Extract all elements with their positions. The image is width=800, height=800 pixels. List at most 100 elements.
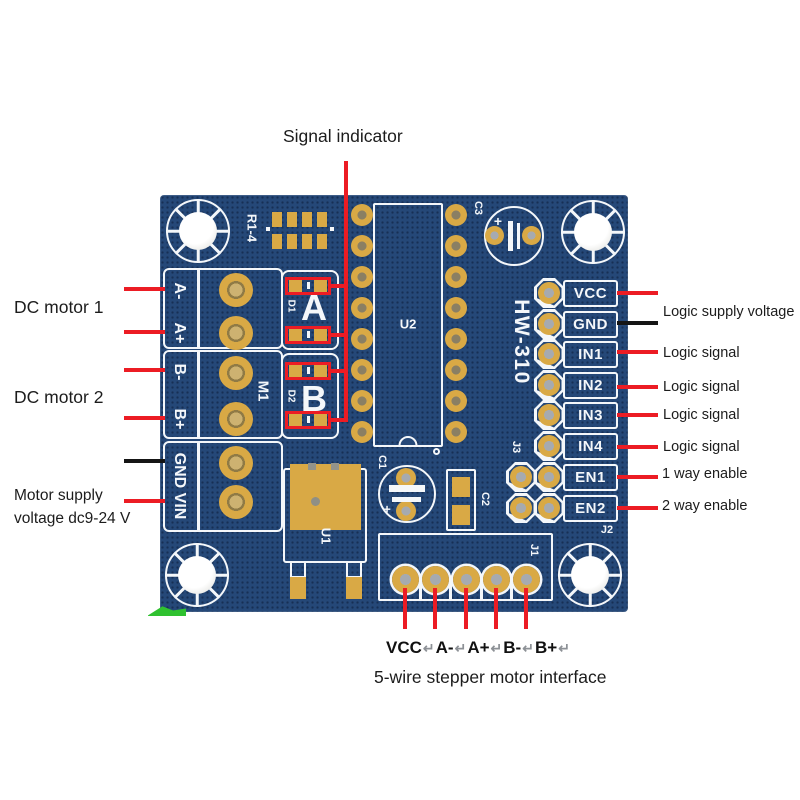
signal-led-highlight-box (285, 362, 331, 380)
leader-line-stepper-a-minus (433, 588, 437, 629)
j1-slot (449, 579, 452, 601)
stepper-interface-caption: 5-wire stepper motor interface (374, 667, 607, 687)
hole-center (574, 213, 612, 251)
u2-pad (351, 297, 373, 319)
c1-capacitor-outline (378, 465, 436, 523)
signal-indicator-label: Signal indicator (283, 126, 403, 146)
led-pad (289, 365, 302, 377)
header-pinbox-in3: IN3 (563, 402, 618, 429)
logic-signal-label: Logic signal (663, 407, 740, 423)
stepper-pin-vcc: VCC (386, 638, 422, 657)
u1-body (290, 464, 361, 530)
c1-plus-mark: + (383, 501, 391, 517)
logic-signal-label: Logic signal (663, 379, 740, 395)
return-symbol: ↵ (522, 640, 534, 656)
d2-label: D2 (285, 389, 297, 403)
header-pad-en1 (534, 462, 564, 492)
c1-bar (392, 497, 421, 502)
pin-label: IN1 (578, 346, 603, 363)
u2-pad (445, 359, 467, 381)
terminal-pad (219, 356, 253, 390)
leader-line-in4 (617, 445, 658, 449)
led-pad (314, 280, 327, 292)
u1-notch (331, 463, 339, 470)
leader-line-in2 (617, 385, 658, 389)
silk-divider (197, 352, 200, 437)
c1-pad (396, 501, 416, 521)
j2-label: J2 (600, 524, 614, 536)
one-way-enable-label: 1 way enable (662, 466, 748, 482)
motor-supply-line2: voltage dc9-24 V (14, 510, 131, 527)
signal-indicator-leader-line (344, 161, 348, 422)
j3-pad (506, 462, 536, 492)
board-model-label: HW-310 (510, 299, 533, 385)
u2-pad (351, 235, 373, 257)
header-pad-in3 (534, 400, 564, 430)
u2-pad (445, 235, 467, 257)
terminal-label-gnd-vin: GND VIN (171, 452, 188, 520)
stepper-pin-b-plus: B+ (534, 638, 558, 657)
logic-supply-voltage-label: Logic supply voltage (663, 304, 795, 320)
signal-led-highlight-box (285, 326, 331, 344)
c3-bar (508, 221, 513, 251)
terminal-pad (219, 273, 253, 307)
led-group-b-outline (281, 353, 339, 439)
c1-label: C1 (376, 454, 388, 470)
leader-line-gnd (124, 459, 165, 463)
stepper-pin-b-minus: B- (503, 638, 522, 657)
pin-label: EN2 (575, 500, 606, 517)
u1-leg-outline (290, 561, 306, 578)
smd-pad (317, 212, 327, 227)
logic-signal-label: Logic signal (663, 345, 740, 361)
smd-pad (287, 234, 297, 249)
m1-label: M1 (254, 380, 272, 402)
led-pad (314, 329, 327, 341)
led-pad (289, 280, 302, 292)
leader-line-en1 (617, 475, 658, 479)
leader-stub (330, 418, 348, 422)
header-pinbox-in4: IN4 (563, 433, 618, 460)
j3-label: J3 (510, 440, 522, 454)
header-pad-in4 (534, 431, 564, 461)
smd-pad (272, 212, 282, 227)
silk-dash (307, 331, 310, 338)
pin-label: IN3 (578, 407, 603, 424)
c3-bar (517, 223, 520, 249)
green-led-glow (148, 606, 186, 616)
terminal-pad (219, 485, 253, 519)
c1-bar (389, 485, 425, 492)
header-pad-in2 (534, 370, 564, 400)
smd-pad (272, 234, 282, 249)
header-pad-in1 (534, 339, 564, 369)
pcb-board: R1-4 A- A+ B- B+ GND VIN M1 (160, 195, 628, 612)
stepper-pin-a-minus: A- (435, 638, 454, 657)
u2-pad (351, 266, 373, 288)
header-pinbox-in2: IN2 (563, 372, 618, 399)
smd-pad (287, 212, 297, 227)
return-symbol: ↵ (490, 640, 503, 656)
c1-pad (396, 468, 416, 488)
led-group-a-outline (281, 270, 339, 350)
j1-slot (480, 579, 483, 601)
pin-label: GND (573, 316, 608, 333)
leader-line-stepper-b-minus (494, 588, 498, 629)
header-pinbox-en1: EN1 (563, 464, 618, 491)
pin-label: IN4 (578, 438, 603, 455)
u2-pin1-dot (433, 448, 440, 455)
terminal-label-a-minus: A- (171, 282, 188, 300)
hole-ring (558, 543, 622, 607)
u2-pad (445, 204, 467, 226)
silk-dash (266, 227, 270, 231)
leader-stub (330, 284, 348, 288)
smd-pad (317, 234, 327, 249)
terminal-label-b-plus: B+ (171, 408, 188, 430)
hole-ring (166, 199, 230, 263)
hole-center (178, 556, 216, 594)
stepper-pin-a-plus: A+ (467, 638, 490, 657)
hole-center (571, 556, 609, 594)
leader-line-a-plus (124, 330, 165, 334)
mounting-hole-top-right (561, 200, 625, 264)
header-pad-vcc (534, 278, 564, 308)
mounting-hole-bottom-right (558, 543, 622, 607)
